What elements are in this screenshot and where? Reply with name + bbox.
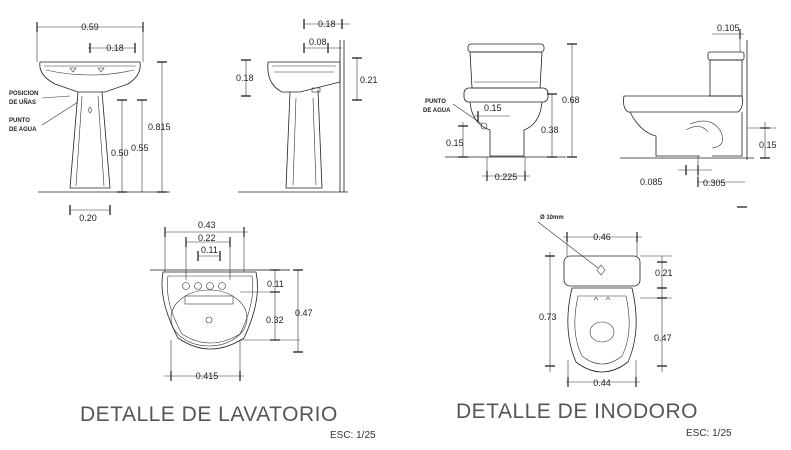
ino-plan-r2: 0.47 xyxy=(654,333,672,343)
lav-plan-d2: 0.22 xyxy=(198,233,216,243)
ino-side-right: 0.15 xyxy=(759,140,777,150)
inodoro-title: DETALLE DE INODORO xyxy=(456,400,698,423)
inodoro-scale: ESC: 1/25 xyxy=(686,428,732,439)
ino-plan-top: 0.46 xyxy=(593,232,611,242)
ino-front-h1: 0.38 xyxy=(541,125,559,135)
lav-label-posicion-1: POSICION xyxy=(9,91,38,97)
inodoro-front-elevation: PUNTO DE AGUA 0.15 0.15 0.38 0.68 0.225 xyxy=(423,43,580,182)
lav-front-h1: 0.50 xyxy=(111,148,129,158)
lav-plan-d1: 0.43 xyxy=(198,220,216,230)
lav-side-left: 0.18 xyxy=(236,73,254,83)
lav-front-offset: 0.18 xyxy=(106,43,124,53)
lav-plan-r1: 0.11 xyxy=(267,279,284,289)
lav-front-base: 0.20 xyxy=(79,213,97,223)
ino-front-h2: 0.68 xyxy=(562,95,580,105)
ino-side-top: 0.105 xyxy=(717,23,740,33)
lav-plan-d3: 0.11 xyxy=(201,245,218,255)
ino-side-b2: 0.305 xyxy=(703,178,726,188)
lav-front-h2: 0.55 xyxy=(131,143,149,153)
lavatorio-scale: ESC: 1/25 xyxy=(330,430,376,441)
lav-plan-r2: 0.32 xyxy=(266,315,284,325)
lavatorio-side-elevation: 0.18 0.08 0.18 0.21 xyxy=(236,19,378,193)
lav-side-right: 0.21 xyxy=(360,75,378,85)
ino-front-base: 0.225 xyxy=(495,172,518,182)
inodoro-side-elevation: 0.105 0.15 0.085 0.305 xyxy=(620,23,777,208)
lav-front-width: 0.59 xyxy=(81,22,99,32)
lav-plan-r3: 0.47 xyxy=(295,308,313,318)
ino-front-inner: 0.15 xyxy=(484,103,502,113)
ino-front-left: 0.15 xyxy=(446,138,464,148)
lav-plan-bottom: 0.415 xyxy=(196,371,219,381)
lavatorio-title: DETALLE DE LAVATORIO xyxy=(80,403,338,426)
ino-plan-r1: 0.21 xyxy=(655,268,673,278)
ino-plan-bottom: 0.44 xyxy=(593,378,611,388)
ino-label-punto-2: DE AGUA xyxy=(423,108,451,114)
ino-side-b1: 0.085 xyxy=(640,177,663,187)
lav-label-punto-2: DE AGUA xyxy=(9,127,37,133)
lav-label-posicion-2: DE UÑAS xyxy=(9,99,36,106)
lavatorio-plan: 0.43 0.22 0.11 0.11 0.32 0.47 0.415 xyxy=(150,220,313,381)
ino-plan-label: Ø 10mm xyxy=(540,215,564,221)
ino-plan-left: 0.73 xyxy=(539,312,557,322)
lav-label-punto-1: PUNTO xyxy=(9,118,30,124)
lav-side-top2: 0.08 xyxy=(309,37,327,47)
lavatorio-front-elevation: 0.59 0.18 POSICION DE UÑAS PUNTO DE AGUA… xyxy=(9,22,171,223)
lav-side-top1: 0.18 xyxy=(318,19,336,29)
lav-front-h3: 0.815 xyxy=(148,122,171,132)
ino-label-punto-1: PUNTO xyxy=(425,99,446,105)
inodoro-plan: Ø 10mm 0.46 0.21 0.47 0.73 0.44 xyxy=(537,215,673,388)
